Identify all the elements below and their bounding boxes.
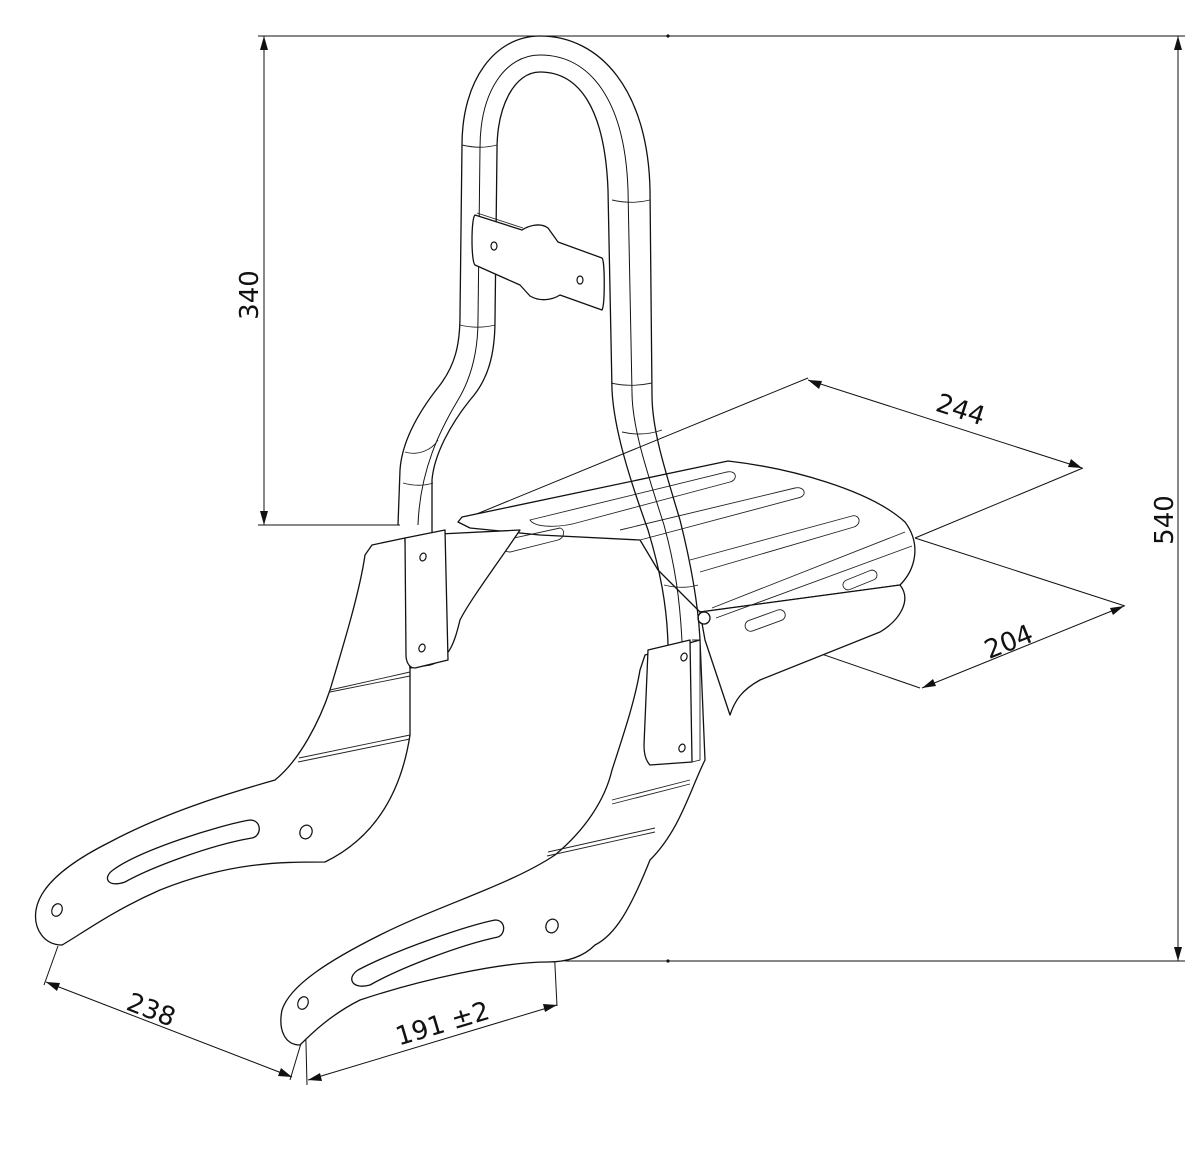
- dim-label-238: 238: [122, 988, 179, 1034]
- dimension-overall-height: 540: [395, 34, 1185, 963]
- dim-label-204: 204: [980, 619, 1037, 665]
- dimension-backrest-height: 340: [235, 35, 400, 526]
- dim-label-244: 244: [932, 389, 988, 433]
- backrest-plate: [471, 212, 605, 311]
- dim-label-540: 540: [1150, 495, 1180, 545]
- luggage-rack: [457, 460, 916, 716]
- dimension-rack-length: 244: [461, 377, 1084, 539]
- left-side-plate: [34, 529, 521, 946]
- dim-label-191: 191 ±2: [392, 996, 493, 1052]
- dim-label-340: 340: [235, 270, 265, 320]
- dimension-plate-length: 238: [43, 945, 303, 1081]
- right-side-plate: [280, 639, 706, 1046]
- sissy-bar-tube: [397, 35, 701, 646]
